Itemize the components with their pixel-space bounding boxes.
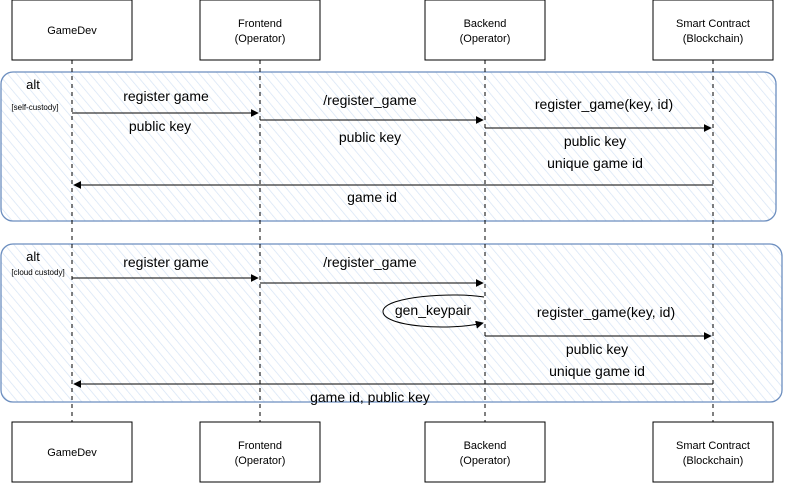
participant-box (652, 0, 774, 61)
fragment-frame (0, 243, 783, 403)
participant-label: Backend (464, 18, 507, 30)
participant-box (652, 421, 774, 483)
message-register-game-endpoint-cloud: /register_game (260, 254, 484, 287)
participant-box (199, 421, 321, 483)
message-label: /register_game (323, 92, 417, 108)
participant-gamedev-bottom: GameDev (11, 421, 133, 483)
participant-sublabel: (Blockchain) (683, 455, 744, 467)
message-payload: public key (566, 341, 628, 357)
participant-label: GameDev (47, 25, 97, 37)
message-register-game-endpoint: /register_game public key (260, 92, 484, 145)
participant-label: Smart Contract (676, 440, 750, 452)
message-return-game-id-public-key: game id, public key (73, 380, 713, 405)
participant-box (424, 0, 546, 61)
participant-box (11, 421, 133, 483)
message-payload: public key (339, 129, 401, 145)
participant-label: Smart Contract (676, 18, 750, 30)
fragment-keyword: alt (26, 77, 40, 92)
message-register-game: register game public key (72, 88, 259, 134)
message-label: /register_game (323, 254, 417, 270)
message-register-game-cloud: register game (72, 254, 259, 282)
message-payload-2: unique game id (547, 155, 643, 171)
message-label: register game (123, 254, 209, 270)
participant-box (199, 0, 321, 61)
participant-sublabel: (Operator) (235, 455, 286, 467)
message-register-game-contract-cloud: register_game(key, id) public key unique… (485, 304, 712, 379)
participant-contract-bottom: Smart Contract (Blockchain) (652, 421, 774, 483)
participant-box (11, 0, 133, 61)
participant-label: Backend (464, 440, 507, 452)
message-label: game id, public key (310, 389, 430, 405)
participant-label: Frontend (238, 440, 282, 452)
message-payload-2: unique game id (549, 363, 645, 379)
alt-fragment-cloud-custody: alt [cloud custody] (0, 243, 783, 403)
message-label: gen_keypair (395, 302, 472, 318)
participant-backend-bottom: Backend (Operator) (424, 421, 546, 483)
fragment-frame (0, 71, 777, 222)
participant-sublabel: (Operator) (235, 33, 286, 45)
participant-sublabel: (Blockchain) (683, 33, 744, 45)
message-label: register_game(key, id) (537, 304, 675, 320)
participant-gamedev-top: GameDev (11, 0, 133, 61)
participant-frontend-top: Frontend (Operator) (199, 0, 321, 61)
message-payload: public key (129, 118, 191, 134)
participant-label: GameDev (47, 447, 97, 459)
message-gen-keypair: gen_keypair (382, 294, 485, 329)
participant-box (424, 421, 546, 483)
fragment-guard: [cloud custody] (11, 268, 64, 277)
participant-label: Frontend (238, 18, 282, 30)
message-label: game id (347, 189, 397, 205)
message-label: register game (123, 88, 209, 104)
message-payload: public key (564, 133, 626, 149)
participant-backend-top: Backend (Operator) (424, 0, 546, 61)
fragment-keyword: alt (26, 249, 40, 264)
self-call-loop (382, 294, 485, 329)
participant-contract-top: Smart Contract (Blockchain) (652, 0, 774, 61)
fragment-guard: [self-custody] (11, 103, 58, 112)
alt-fragment-self-custody: alt [self-custody] (0, 71, 777, 222)
participant-sublabel: (Operator) (460, 33, 511, 45)
message-register-game-contract: register_game(key, id) public key unique… (485, 96, 712, 171)
message-label: register_game(key, id) (535, 96, 673, 112)
message-return-game-id: game id (73, 181, 713, 205)
participant-frontend-bottom: Frontend (Operator) (199, 421, 321, 483)
participant-sublabel: (Operator) (460, 455, 511, 467)
